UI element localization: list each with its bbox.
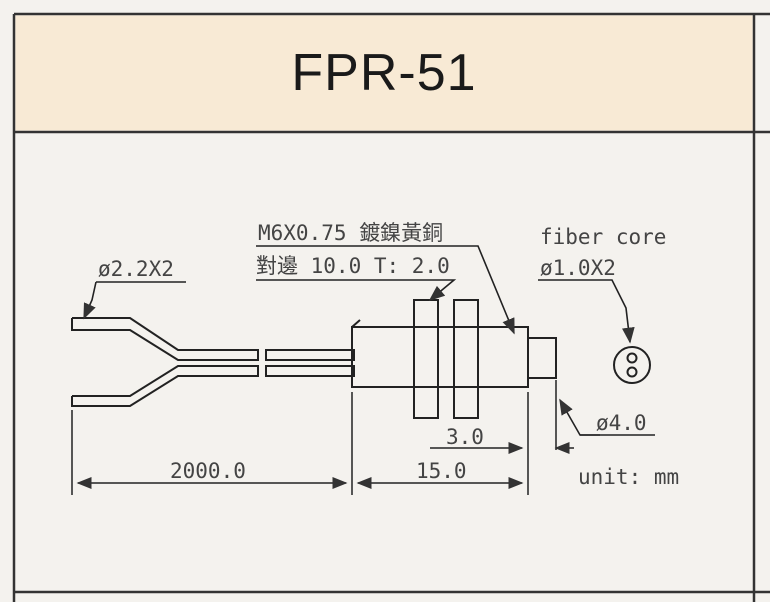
unit-label: unit: mm (578, 465, 680, 489)
cable-length-label: 2000.0 (170, 459, 246, 483)
fiber-core-end-view (613, 346, 651, 384)
cable-diameter-label: ø2.2X2 (98, 257, 174, 281)
title-band (15, 15, 753, 131)
leader-lines (83, 245, 655, 436)
fiber-core-diameter: ø1.0X2 (540, 256, 616, 280)
across-flats-label: 對邊 10.0 T: 2.0 (256, 254, 450, 278)
page-title: FPR-51 (291, 44, 477, 102)
table-border (12, 12, 770, 602)
body-length-label: 15.0 (416, 459, 467, 483)
dimension-lines (71, 380, 574, 495)
tip-length-label: 3.0 (446, 425, 484, 449)
cable-drawing (71, 317, 355, 407)
sensor-body (351, 299, 557, 419)
thread-spec-label: M6X0.75 鍍鎳黃銅 (258, 221, 444, 245)
fiber-core-title: fiber core (540, 225, 667, 249)
tip-diameter-label: ø4.0 (596, 411, 647, 435)
